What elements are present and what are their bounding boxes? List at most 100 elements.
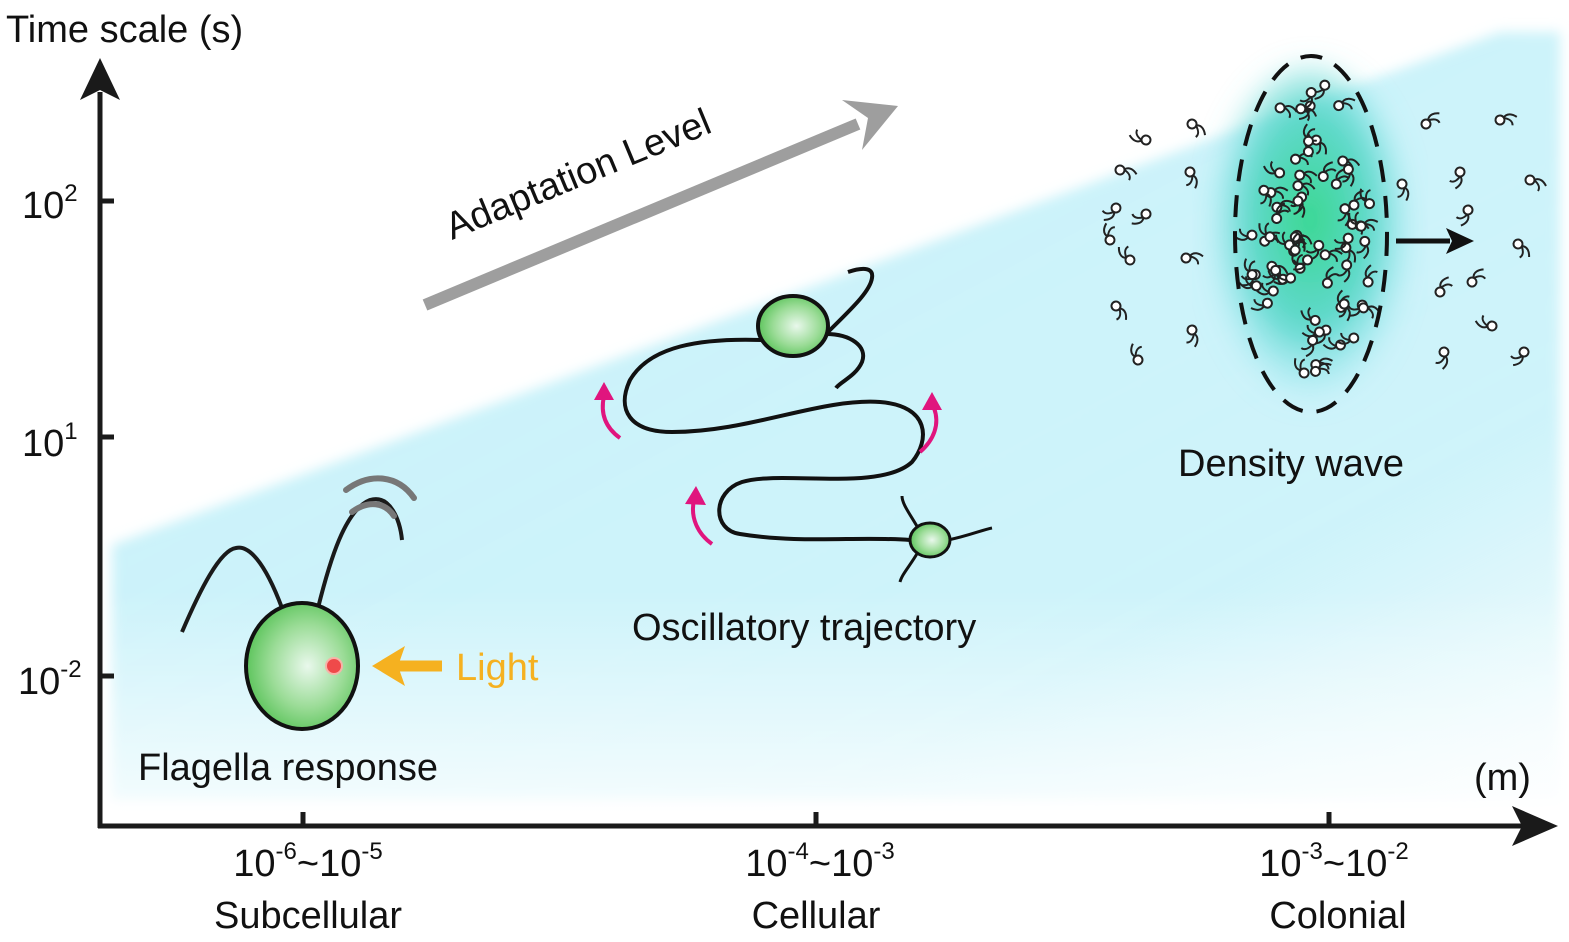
wave-glow: [1212, 66, 1408, 406]
swimming-cell-icon: [1466, 268, 1487, 288]
swimming-cell-icon: [1103, 222, 1116, 246]
flagellum: [316, 497, 404, 609]
density-wave-illustration: [1101, 54, 1547, 414]
swimming-cell-icon: [1311, 79, 1331, 100]
swimming-cell-icon: [1258, 184, 1272, 207]
flagellum: [898, 551, 920, 583]
y-axis-title: Time scale (s): [6, 9, 243, 51]
x-tick-range: 10-4~10-3: [745, 838, 894, 885]
curl-arrow-icon: [594, 382, 622, 440]
swimming-cell-icon: [1130, 343, 1144, 366]
swimming-cell-icon: [1337, 155, 1361, 172]
flagellum: [824, 266, 875, 336]
curl-arrow-icon: [918, 392, 942, 454]
flagella-response-label: Flagella response: [138, 747, 438, 789]
swimming-cell-icon: [1301, 324, 1325, 338]
swimming-cell-icon: [1474, 314, 1498, 332]
density-wave-label: Density wave: [1178, 443, 1404, 485]
swimming-cell-icon: [1262, 264, 1282, 286]
y-tick-label: 101: [22, 418, 78, 465]
flagellum: [825, 332, 866, 390]
swimming-cell-icon: [1186, 118, 1206, 138]
swimming-cell-icon: [1263, 160, 1286, 179]
swimming-cell-icon: [1186, 324, 1199, 348]
y-axis-arrowhead: [80, 58, 120, 100]
swimming-cell-icon: [1362, 264, 1378, 288]
swimming-cell-icon: [1357, 302, 1381, 319]
swimming-cell-icon: [1293, 358, 1310, 379]
swimming-cell-icon: [1243, 258, 1258, 281]
swimming-cell-icon: [1355, 218, 1379, 232]
swimming-cell-icon: [1271, 199, 1294, 213]
oscillatory-trajectory-illustration: [594, 266, 993, 583]
flagellum: [947, 526, 993, 542]
swimming-cell-icon: [1250, 297, 1273, 311]
swimming-cell-icon: [1338, 298, 1351, 322]
light-label: Light: [456, 647, 539, 689]
oscillatory-trajectory-label: Oscillatory trajectory: [632, 607, 976, 649]
swimming-cell-icon: [1337, 259, 1353, 283]
swimming-cell-icon: [1342, 163, 1355, 187]
swimming-cell-icon: [1271, 202, 1290, 224]
swimming-cell-icon: [1333, 232, 1354, 250]
green-alga-cell-icon: [908, 521, 952, 559]
x-tick-category: Colonial: [1269, 895, 1406, 937]
swimming-cell-icon: [1356, 235, 1371, 260]
swimming-cell-icon: [1333, 97, 1356, 112]
swimming-cell-icon: [1292, 195, 1306, 219]
swimming-cell-icon: [1435, 346, 1450, 370]
flagellum: [180, 545, 284, 633]
swimming-cell-icon: [1449, 166, 1466, 190]
green-alga-cell-icon: [244, 601, 360, 731]
swimming-cell-icon: [1292, 180, 1316, 196]
trajectory-path: [622, 337, 925, 542]
swimming-cell-icon: [1455, 204, 1474, 227]
x-tick-range: 10-6~10-5: [233, 838, 382, 885]
swimming-cell-icon: [1310, 134, 1327, 155]
swimming-cell-icon: [1510, 346, 1530, 367]
flagellum-motion-arc-icon: [349, 501, 397, 519]
cell-swarm: [1101, 79, 1547, 379]
swimming-cell-icon: [1300, 334, 1319, 358]
swimming-cell-icon: [1348, 189, 1368, 211]
light-arrow-icon: [372, 646, 442, 686]
swimming-cell-icon: [1396, 178, 1410, 202]
swimming-cell-icon: [1292, 254, 1313, 271]
swimming-cell-icon: [1524, 174, 1547, 192]
swimming-cell-icon: [1299, 87, 1317, 110]
swimming-cell-icon: [1101, 202, 1122, 221]
green-alga-cell-icon: [756, 294, 830, 358]
x-tick-category: Subcellular: [214, 895, 402, 937]
eyespot-icon: [325, 657, 343, 675]
swimming-cell-icon: [1184, 166, 1198, 189]
swimming-cell-icon: [1289, 232, 1306, 256]
swimming-cell-icon: [1180, 252, 1204, 265]
y-tick-label: 10-2: [18, 656, 82, 703]
y-tick-label: 102: [22, 180, 78, 227]
swimming-cell-icon: [1258, 222, 1276, 243]
swimming-cell-icon: [1110, 300, 1128, 321]
swimming-cell-icon: [1238, 275, 1262, 292]
flagellum: [900, 495, 920, 529]
swimming-cell-icon: [1295, 103, 1318, 122]
wave-boundary: [1233, 54, 1389, 414]
x-axis-unit: (m): [1474, 757, 1531, 799]
swimming-cell-icon: [1273, 272, 1297, 286]
flagella-response-illustration: Light: [180, 475, 539, 731]
swimming-cell-icon: [1294, 169, 1318, 184]
swimming-cell-icon: [1317, 161, 1337, 182]
curl-arrow-icon: [685, 486, 714, 546]
swimming-cell-icon: [1319, 249, 1343, 262]
swimming-cell-icon: [1117, 245, 1136, 266]
swimming-cell-icon: [1302, 123, 1316, 147]
adaptation-arrow: [422, 100, 898, 311]
x-axis-arrowhead: [1512, 806, 1558, 846]
swimming-cell-icon: [1321, 266, 1339, 289]
swimming-cell-icon: [1512, 238, 1531, 259]
swimming-cell-icon: [1114, 164, 1138, 181]
propagation-arrow-icon: [1396, 228, 1474, 254]
swimming-cell-icon: [1336, 332, 1360, 345]
swimming-cell-icon: [1494, 113, 1518, 126]
swimming-cell-icon: [1310, 362, 1332, 377]
